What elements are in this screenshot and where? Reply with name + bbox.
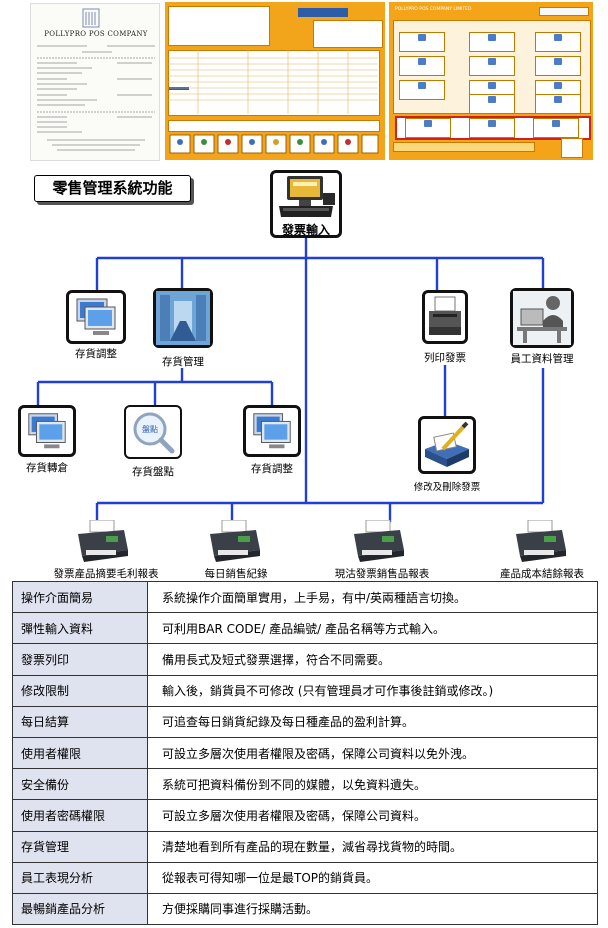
feature-desc: 可利用BAR CODE/ 產品編號/ 產品名稱等方式輸入。	[147, 612, 598, 645]
table-row: 每日結算可追查每日銷貨紀錄及每日種產品的盈利計算。	[12, 705, 598, 738]
feature-desc: 從報表可得知哪一位是最TOP的銷貨員。	[147, 861, 598, 894]
table-row: 員工表現分析從報表可得知哪一位是最TOP的銷貨員。	[12, 861, 598, 894]
report-cost-label: 產品成本結餘報表	[500, 568, 584, 580]
pollypro-logo-icon	[82, 8, 100, 28]
feature-desc: 可設立多層次使用者權限及密碼，保障公司資料以免外洩。	[147, 736, 598, 770]
feature-name: 操作介面簡易	[12, 580, 148, 614]
receipt-lines	[37, 45, 155, 151]
feature-name: 彈性輸入資料	[12, 612, 148, 645]
features-table: 操作介面簡易系統操作介面簡單實用，上手易，有中/英兩種語言切換。 彈性輸入資料可…	[12, 580, 598, 926]
invoice-input-label: 發票輸入	[281, 223, 330, 237]
printer-icon	[78, 520, 128, 562]
monitor-icon	[76, 298, 116, 335]
receipt-image: POLLYPRO POS COMPANY	[30, 3, 160, 161]
diagram-title: 零售管理系統功能	[34, 175, 191, 202]
receipt-company: POLLYPRO POS COMPANY	[44, 30, 148, 38]
feature-desc: 系統操作介面簡單實用，上手易，有中/英兩種語言切換。	[147, 580, 598, 614]
table-row: 操作介面簡易系統操作介面簡單實用，上手易，有中/英兩種語言切換。	[12, 580, 598, 614]
edit-delete-invoice-label: 修改及刪除發票	[413, 482, 481, 493]
feature-desc: 輸入後，銷貨員不可修改 (只有管理員才可作事後註銷或修改。)	[147, 674, 598, 707]
table-row: 存貨管理清楚地看到所有產品的現在數量，減省尋找貨物的時間。	[12, 830, 598, 863]
feature-desc: 可設立多層次使用者權限及密碼，保障公司資料。	[147, 799, 598, 832]
printer-icon	[354, 520, 404, 562]
feature-desc: 可追查每日銷貨紀錄及每日種產品的盈利計算。	[147, 705, 598, 738]
table-row: 最暢銷產品分析方便採購同事進行採購活動。	[12, 892, 598, 926]
feature-name: 員工表現分析	[12, 861, 148, 894]
receipt-printer-icon	[429, 296, 461, 335]
feature-name: 最暢銷產品分析	[12, 892, 148, 926]
feature-name: 使用者密碼權限	[12, 799, 148, 832]
staff-manage-label: 員工資料管理	[510, 353, 574, 365]
printer-icon	[516, 520, 566, 562]
stock-count-node: 盤點	[124, 405, 182, 459]
menu-company: POLLYPRO POS COMPANY LIMITED	[395, 7, 472, 12]
warehouse-icon	[156, 291, 210, 345]
printer-icon	[210, 520, 260, 562]
feature-desc: 清楚地看到所有產品的現在數量，減省尋找貨物的時間。	[147, 830, 598, 863]
pos-terminal-icon	[279, 176, 335, 217]
table-row: 使用者權限可設立多層次使用者權限及密碼，保障公司資料以免外洩。	[12, 736, 598, 770]
table-row: 發票列印備用長式及短式發票選擇，符合不同需要。	[12, 643, 598, 676]
feature-name: 使用者權限	[12, 736, 148, 770]
stock-manage-node	[153, 288, 213, 348]
magnifier-text: 盤點	[142, 424, 158, 434]
invoice-input-node: 發票輸入	[270, 170, 342, 238]
feature-desc: 備用長式及短式發票選擇，符合不同需要。	[147, 643, 598, 676]
table-row: 使用者密碼權限可設立多層次使用者權限及密碼，保障公司資料。	[12, 799, 598, 832]
magnifier-icon: 盤點	[133, 412, 175, 454]
table-row: 安全備份系統可把資料備份到不同的媒體，以免資料遺失。	[12, 768, 598, 801]
report-profit-label: 發票產品摘要毛利報表	[53, 568, 159, 580]
feature-name: 安全備份	[12, 768, 148, 801]
print-invoice-node	[422, 290, 468, 344]
stock-adjust-top-label: 存貨調整	[75, 348, 117, 360]
stock-manage-label: 存貨管理	[162, 356, 204, 368]
toolbar-icons	[169, 134, 379, 154]
stock-count-label: 存貨盤點	[132, 466, 174, 478]
staff-manage-node	[510, 288, 574, 348]
main-menu-screenshot: POLLYPRO POS COMPANY LIMITED	[389, 2, 593, 160]
monitor-icon	[28, 413, 66, 449]
feature-name: 發票列印	[12, 643, 148, 676]
feature-name: 修改限制	[12, 674, 148, 707]
monitor-icon	[253, 413, 291, 449]
edit-tray-icon	[425, 421, 469, 467]
print-invoice-label: 列印發票	[424, 352, 466, 364]
table-row: 修改限制輸入後，銷貨員不可修改 (只有管理員才可作事後註銷或修改。)	[12, 674, 598, 707]
invoice-input-screenshot	[165, 2, 385, 160]
report-cash-label: 現沽發票銷售品報表	[334, 568, 430, 580]
feature-desc: 方便採購同事進行採購活動。	[147, 892, 598, 926]
feature-desc: 系統可把資料備份到不同的媒體，以免資料遺失。	[147, 768, 598, 801]
table-row: 彈性輸入資料可利用BAR CODE/ 產品編號/ 產品名稱等方式輸入。	[12, 612, 598, 645]
office-staff-icon	[513, 291, 571, 345]
stock-adjust-label: 存貨調整	[251, 463, 293, 475]
stock-transfer-node	[18, 405, 76, 457]
stock-adjust-top-node	[66, 290, 126, 344]
feature-name: 存貨管理	[12, 830, 148, 863]
invoice-grid-lines	[168, 50, 378, 114]
stock-transfer-label: 存貨轉倉	[26, 462, 68, 474]
report-daily-label: 每日銷售紀錄	[204, 568, 268, 580]
stock-adjust-node	[243, 405, 301, 457]
feature-name: 每日結算	[12, 705, 148, 738]
edit-delete-invoice-node	[418, 416, 476, 474]
